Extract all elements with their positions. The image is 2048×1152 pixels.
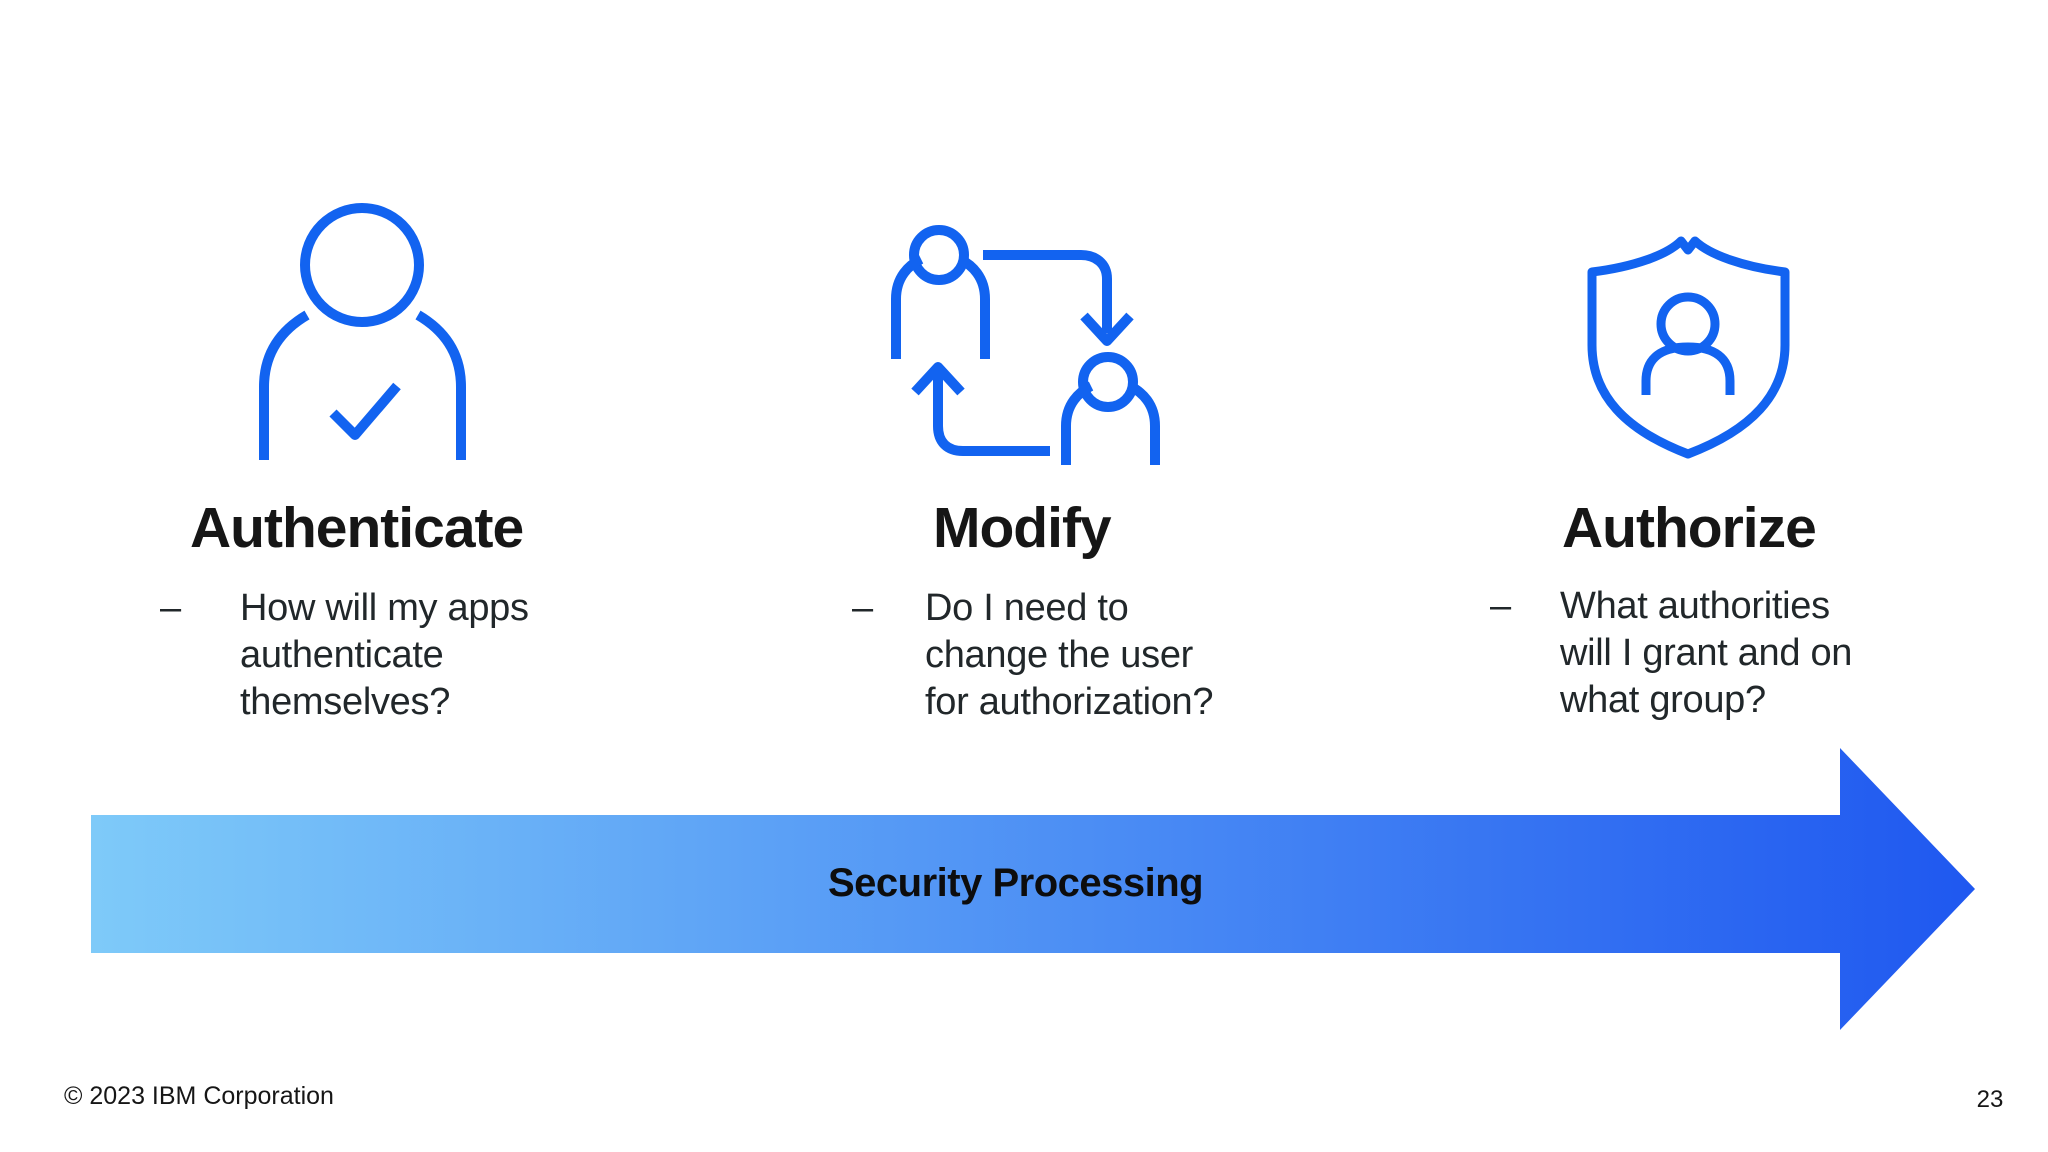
user-check-icon [257, 203, 468, 460]
user-sync-icon [891, 225, 1161, 475]
bullet-dash: – [852, 587, 874, 629]
column-title-authorize: Authorize [1562, 496, 1817, 560]
copyright-text: © 2023 IBM Corporation [64, 1082, 334, 1110]
bullet-text-modify: Do I need to change the user for authori… [925, 587, 1214, 723]
bullet-text-authorize: What authorities will I grant and on wha… [1560, 585, 1853, 721]
column-title-authenticate: Authenticate [190, 496, 524, 560]
page-number: 23 [1976, 1086, 2004, 1113]
security-processing-arrow [91, 748, 1975, 1030]
arrow-label: Security Processing [828, 861, 1204, 905]
bullet-dash: – [1490, 585, 1512, 627]
column-title-modify: Modify [933, 496, 1112, 560]
bullet-dash: – [160, 587, 182, 629]
bullet-text-authenticate: How will my apps authenticate themselves… [240, 587, 529, 723]
shield-user-icon [1585, 235, 1792, 460]
